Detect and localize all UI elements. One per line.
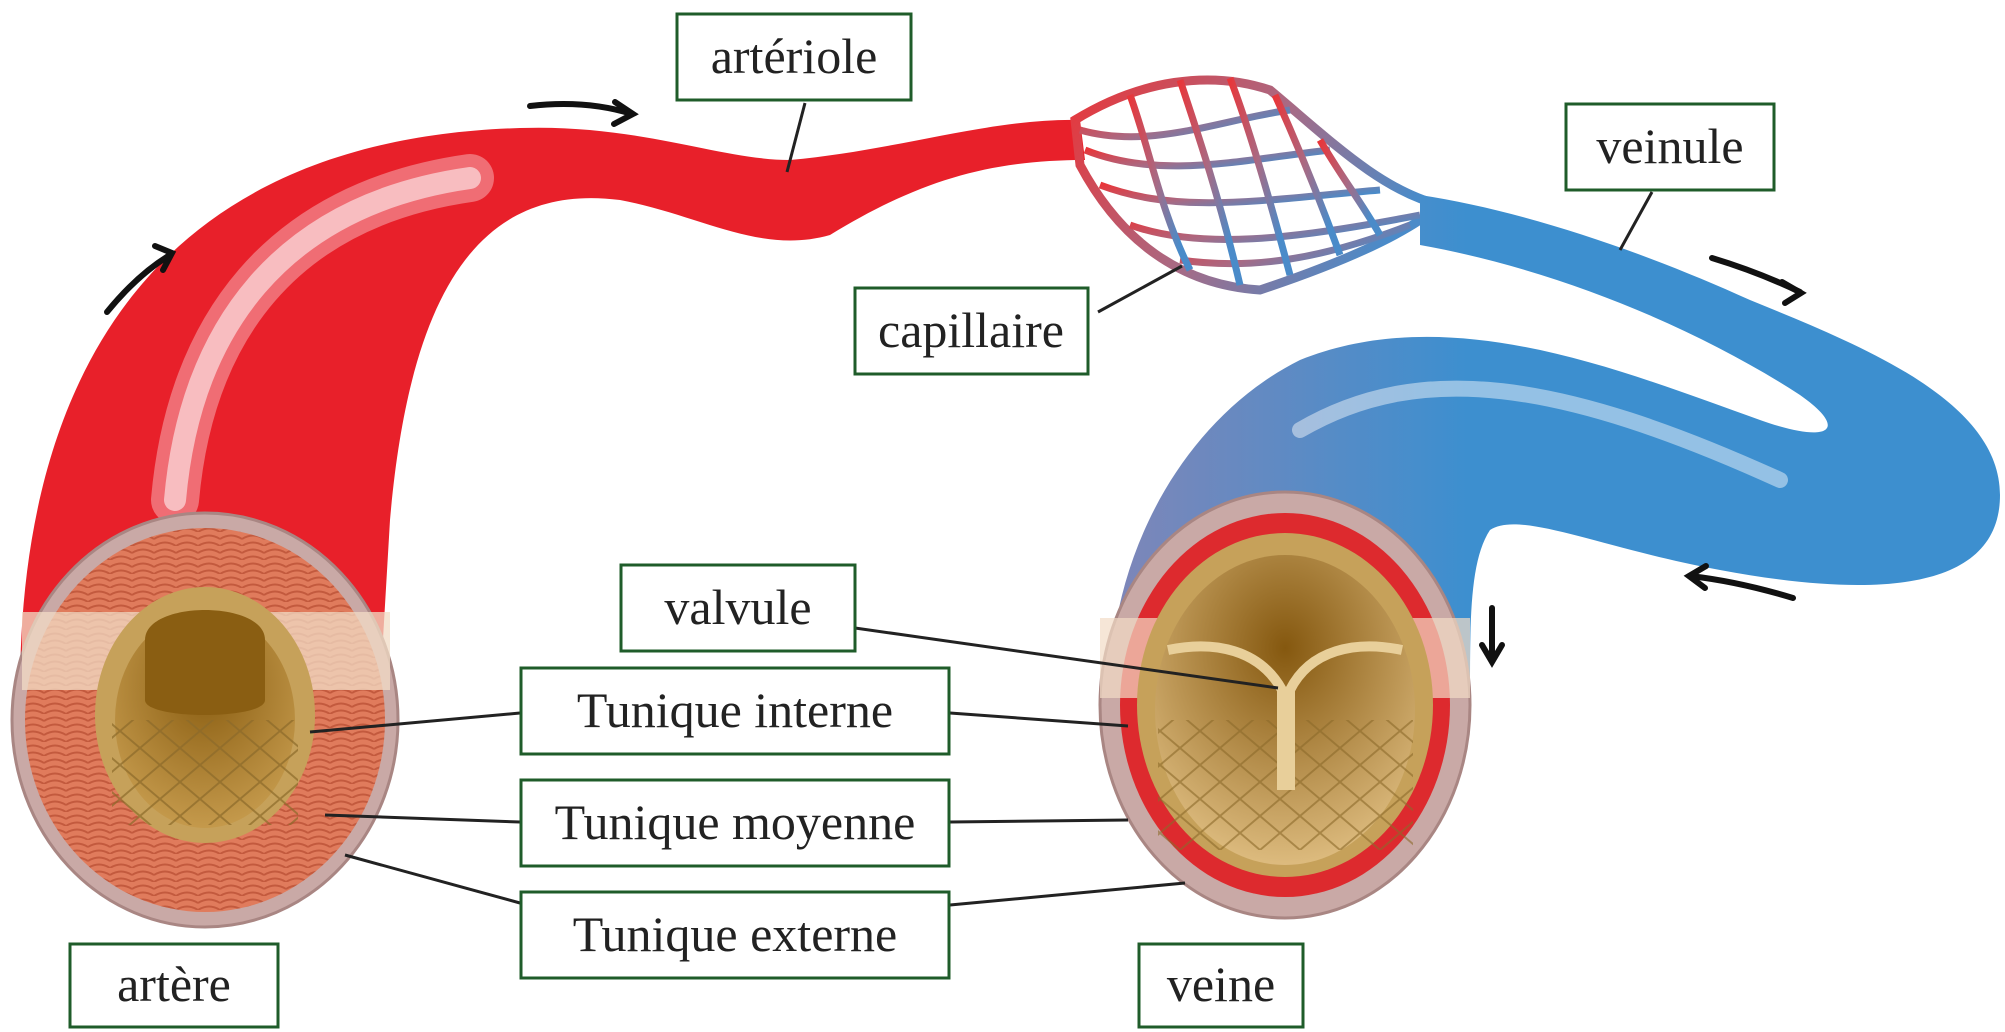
label-veine-text: veine bbox=[1167, 956, 1275, 1012]
label-artere: artère bbox=[70, 944, 278, 1027]
label-artere-text: artère bbox=[117, 956, 231, 1012]
flow-arrow-icon bbox=[1482, 608, 1502, 662]
label-veine: veine bbox=[1139, 944, 1303, 1027]
capillary-network-icon bbox=[1075, 78, 1440, 290]
vein-cross-section bbox=[1100, 492, 1470, 918]
label-tunique-interne: Tunique interne bbox=[521, 668, 949, 754]
label-capillaire-text: capillaire bbox=[878, 302, 1064, 358]
label-tunique-interne-text: Tunique interne bbox=[577, 682, 893, 738]
label-veinule-text: veinule bbox=[1596, 118, 1743, 174]
label-tunique-moyenne-text: Tunique moyenne bbox=[555, 794, 916, 850]
label-arteriole-text: artériole bbox=[711, 28, 878, 84]
label-veinule: veinule bbox=[1566, 104, 1774, 190]
flow-arrow-icon bbox=[530, 102, 633, 124]
label-valvule: valvule bbox=[621, 565, 855, 651]
label-valvule-text: valvule bbox=[664, 579, 811, 635]
label-capillaire: capillaire bbox=[855, 288, 1088, 374]
label-tunique-externe-text: Tunique externe bbox=[573, 906, 898, 962]
label-tunique-moyenne: Tunique moyenne bbox=[521, 780, 949, 866]
label-tunique-externe: Tunique externe bbox=[521, 892, 949, 978]
label-arteriole: artériole bbox=[677, 14, 911, 100]
artery-cross-section bbox=[12, 513, 398, 927]
